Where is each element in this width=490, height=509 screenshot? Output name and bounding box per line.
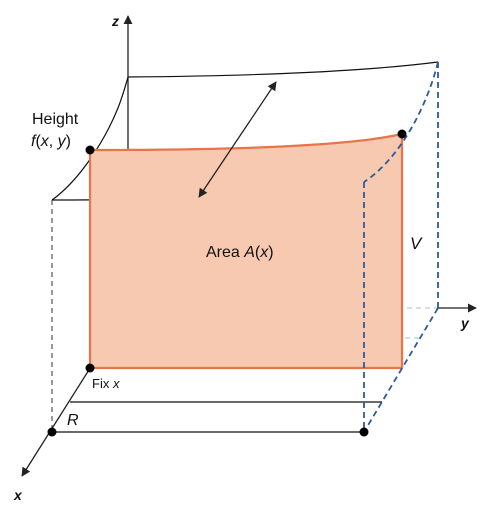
- point-region-right: [359, 427, 369, 437]
- region-label: R: [67, 412, 79, 429]
- volume-label: V: [410, 234, 423, 253]
- point-region-left: [47, 427, 57, 437]
- y-axis-label: y: [460, 315, 470, 331]
- slice-motion-arrow: [198, 81, 277, 198]
- height-function-label: f(x, y): [31, 133, 71, 150]
- volume-edges: [363, 61, 439, 433]
- point-slice-top-right: [397, 129, 407, 139]
- z-axis-label: z: [111, 13, 119, 29]
- x-axis-label: x: [13, 487, 23, 503]
- region-r: [51, 200, 382, 433]
- height-label: Height: [32, 111, 79, 128]
- point-height: [85, 145, 95, 155]
- area-label: Area A(x): [206, 244, 274, 261]
- fix-x-label: Fix x: [92, 376, 120, 391]
- point-fix-x: [85, 363, 95, 373]
